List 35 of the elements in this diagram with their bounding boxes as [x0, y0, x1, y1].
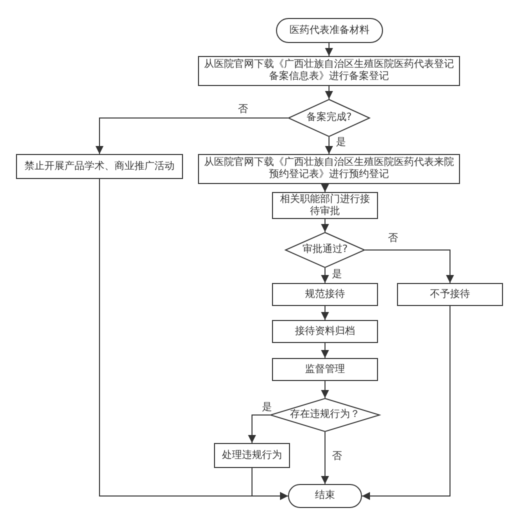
arrow — [321, 342, 329, 358]
arrow — [321, 218, 329, 232]
terminal-box: 医药代表准备材料 — [276, 18, 383, 43]
process-box: 处理违规行为 — [214, 443, 290, 468]
process-box: 接待资料归档 — [272, 320, 378, 343]
process-box: 规范接待 — [272, 283, 378, 306]
arrow — [321, 184, 329, 192]
edge-label: 是 — [331, 269, 343, 280]
decision-diamond: 备案完成? — [288, 99, 370, 137]
edge-label: 是 — [335, 137, 347, 148]
arrow — [364, 250, 454, 284]
process-box: 相关职能部门进行接待审批 — [272, 192, 378, 219]
process-box: 不予接待 — [397, 283, 503, 306]
process-box: 从医院官网下载《广西壮族自治区生殖医院医药代表来院预约登记表》进行预约登记 — [198, 154, 460, 184]
terminal-box: 结束 — [288, 484, 362, 508]
edge-label: 否 — [387, 233, 399, 244]
arrow — [248, 414, 270, 444]
arrow — [321, 380, 329, 398]
arrow — [325, 42, 333, 56]
arrow — [252, 468, 288, 500]
process-box: 监督管理 — [272, 358, 378, 381]
edge-label: 是 — [261, 402, 273, 413]
edge-label: 否 — [237, 104, 249, 115]
process-box: 从医院官网下载《广西壮族自治区生殖医院医药代表登记备案信息表》进行备案登记 — [198, 56, 460, 86]
edge-label: 否 — [331, 451, 343, 462]
arrow — [325, 136, 333, 154]
arrow — [321, 268, 329, 284]
arrow — [321, 432, 329, 484]
decision-diamond: 审批通过? — [285, 232, 365, 268]
arrow — [362, 306, 450, 500]
arrow — [325, 86, 333, 100]
arrow — [321, 306, 329, 320]
arrow — [96, 118, 288, 154]
process-box: 禁止开展产品学术、商业推广活动 — [16, 154, 183, 179]
decision-diamond: 存在违规行为？ — [270, 398, 380, 432]
